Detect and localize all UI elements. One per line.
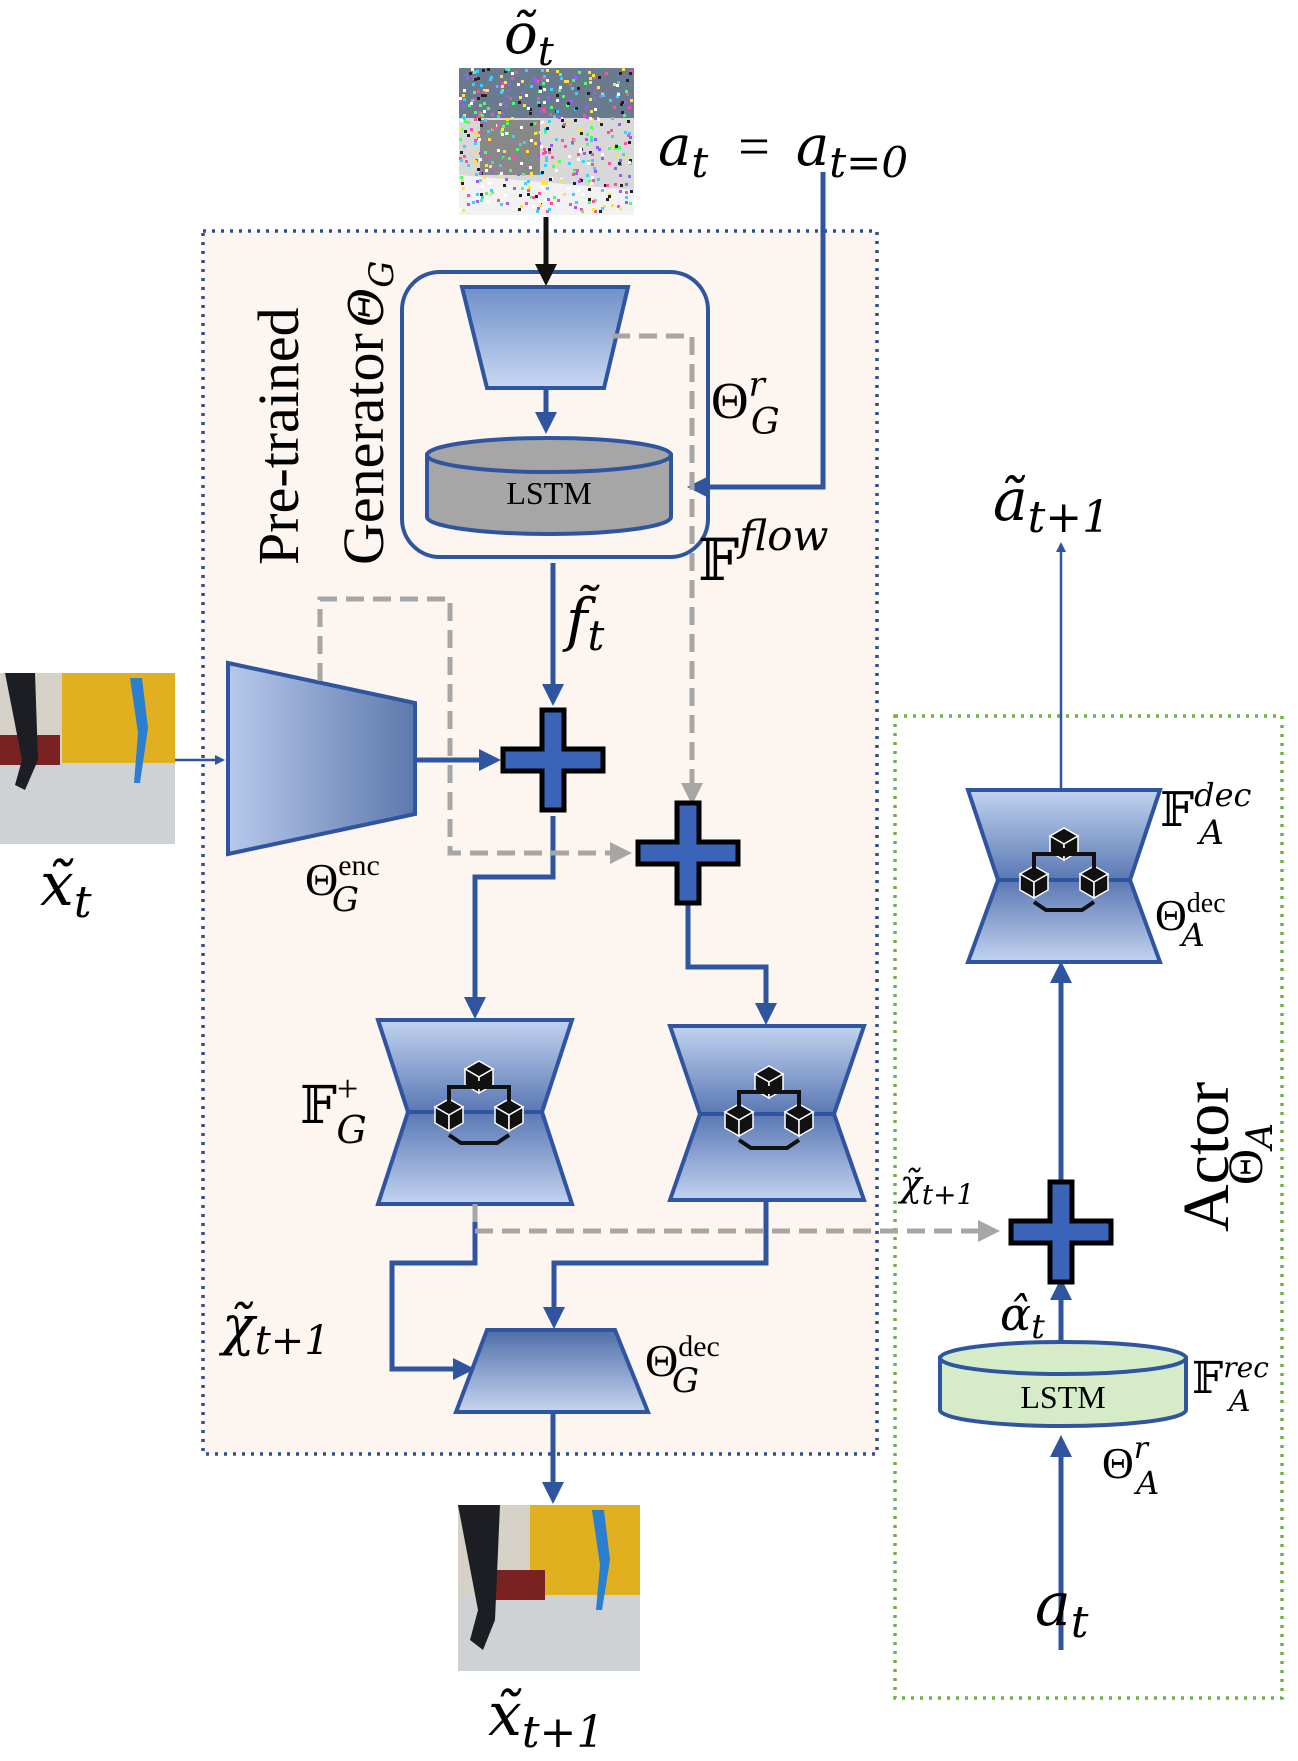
frame-encoder xyxy=(226,660,417,857)
input-frame-image xyxy=(0,673,175,844)
chi-left-label: χ̃t+1 xyxy=(218,1294,330,1364)
plus-combine-icon xyxy=(1011,1182,1111,1282)
observation-label: õt xyxy=(504,2,555,75)
actor-title: Actor xyxy=(1170,1082,1243,1232)
action-input-label: at xyxy=(1035,1570,1089,1648)
output-frame-image xyxy=(458,1505,640,1671)
output-frame-label: x̃t+1 xyxy=(488,1680,604,1758)
initial-action-label: at=at=0 xyxy=(658,114,908,187)
generator-title-line1: Pre-trained xyxy=(246,307,311,565)
lstm-generator-label: LSTM xyxy=(506,475,591,511)
actor-decoder xyxy=(965,788,1163,964)
f-g-plus-label: 𝔽+G xyxy=(300,1068,367,1152)
observation-encoder xyxy=(459,285,631,390)
lstm-generator xyxy=(425,436,673,536)
observation-image xyxy=(459,68,634,215)
generator-title-line2: GeneratorΘG xyxy=(331,261,402,565)
output-decoder xyxy=(453,1328,651,1414)
alpha-hat-label: α̂t xyxy=(1000,1287,1045,1347)
input-frame-label: x̃t xyxy=(40,850,92,928)
lstm-actor-label: LSTM xyxy=(1020,1379,1105,1415)
decoder-f-plus xyxy=(375,1018,575,1206)
actor-theta-label: ΘA xyxy=(1217,1123,1281,1185)
predicted-action-label: ãt+1 xyxy=(993,466,1110,543)
lstm-actor xyxy=(938,1340,1188,1428)
decoder-flow xyxy=(667,1024,867,1202)
chi-right-label: χ̃t+1 xyxy=(897,1164,974,1211)
flow-label: 𝔽flow xyxy=(698,511,828,593)
